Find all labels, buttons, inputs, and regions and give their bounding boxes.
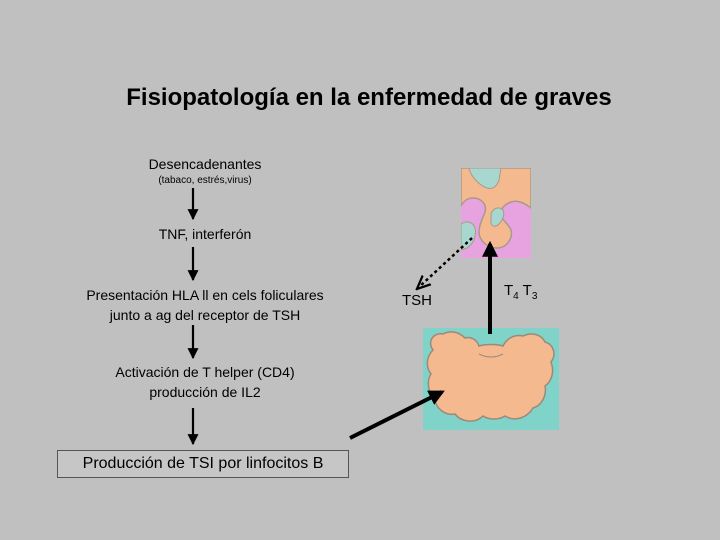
tsi-to-thyroid-arrow: [349, 390, 445, 440]
final-step-label: Producción de TSI por linfocitos B: [82, 455, 324, 472]
hla-line-1: Presentación HLA ll en cels foliculares: [86, 287, 324, 303]
activation-line-2: producción de IL2: [149, 384, 261, 400]
tsh-label: TSH: [402, 292, 432, 309]
page-title: Fisiopatología en la enfermedad de grave…: [126, 84, 612, 111]
thyroid-gland-illustration: [423, 328, 559, 430]
pituitary-lower-cavity: [461, 221, 476, 251]
hla-line-2: junto a ag del receptor de TSH: [109, 307, 301, 323]
step-triggers: Desencadenantes (tabaco, estrés,virus): [100, 154, 310, 187]
pituitary-stalk: [468, 168, 502, 189]
step-cytokines: TNF, interferón: [100, 224, 310, 244]
t4-t3-label: T4 T3: [504, 282, 537, 302]
thyroid-gland-tissue: [426, 331, 555, 422]
triggers-examples: (tabaco, estrés,virus): [158, 175, 252, 186]
activation-line-1: Activación de T helper (CD4): [115, 364, 295, 380]
triggers-label: Desencadenantes: [148, 156, 262, 172]
cytokines-label: TNF, interferón: [158, 226, 252, 242]
tsh-dotted-arrow: [418, 237, 473, 288]
final-step-box: Producción de TSI por linfocitos B: [57, 450, 349, 478]
t3-subscript: 3: [531, 291, 538, 302]
t3-letter: T: [522, 282, 532, 299]
step-hla-presentation: Presentación HLA ll en cels foliculares …: [60, 285, 350, 325]
thyroid-isthmus-notch: [478, 353, 504, 358]
t4-subscript: 4: [513, 291, 519, 302]
t4-letter: T: [504, 282, 514, 299]
step-t-helper-activation: Activación de T helper (CD4) producción …: [60, 362, 350, 402]
pituitary-cavity: [490, 207, 505, 227]
